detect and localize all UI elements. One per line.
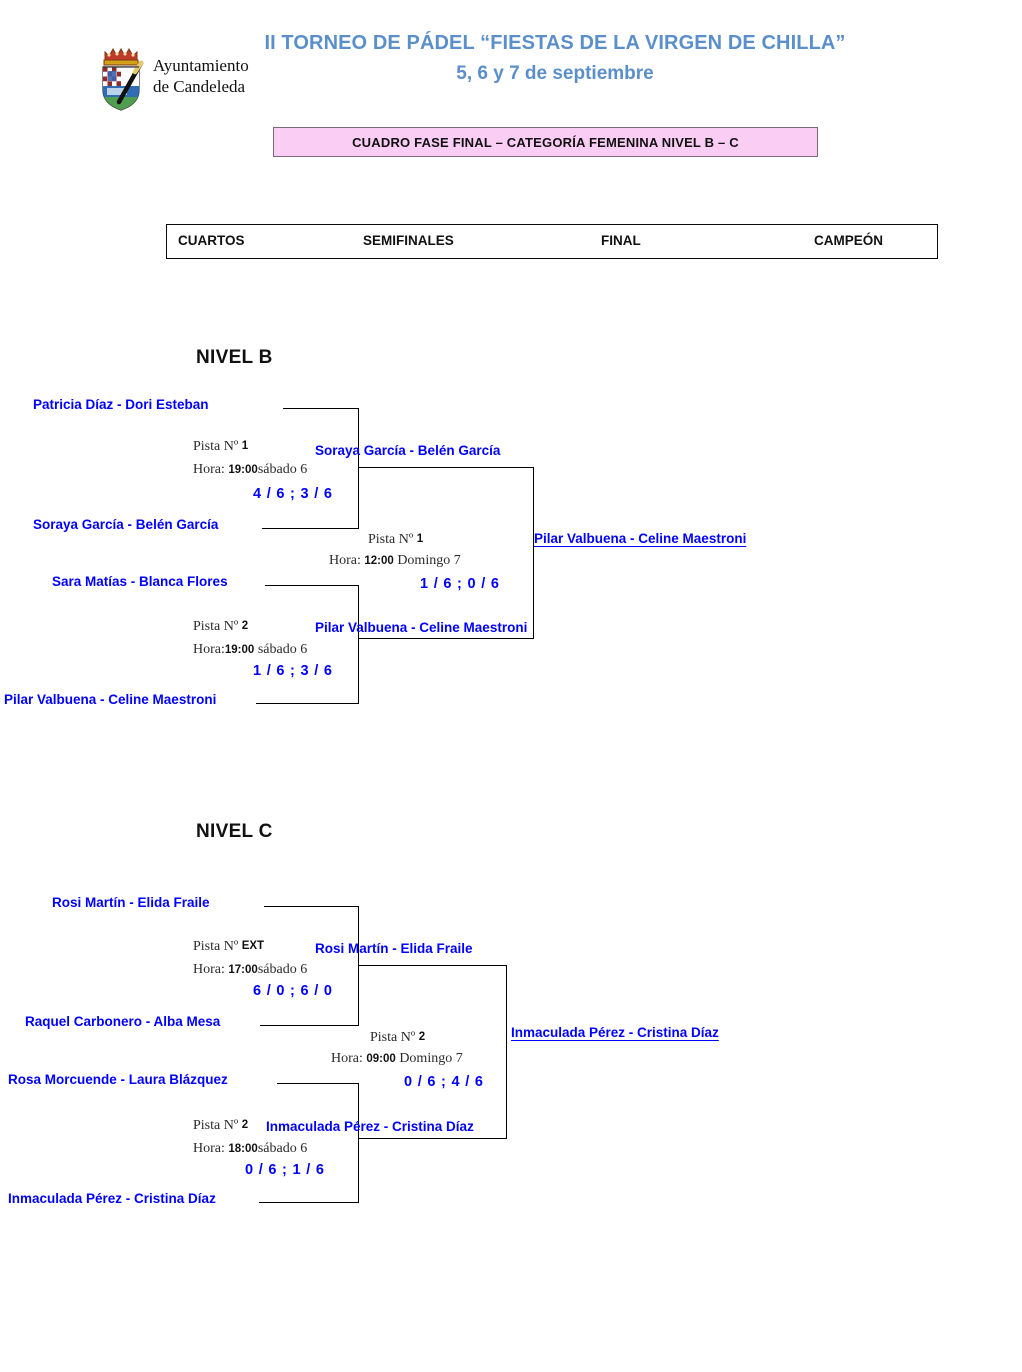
municipality-line-2: de Candeleda: [153, 77, 246, 96]
nivel-c-qf2-time-value: 18:00: [228, 1143, 258, 1155]
nivel-b-qf2-score: 1 / 6 ; 3 / 6: [253, 663, 333, 679]
nivel-b-qf1-time: Hora: 19:00sábado 6: [193, 461, 307, 479]
nivel-b-final-bracket-vline: [533, 467, 534, 639]
nivel-c-qf1-bottom-player: Raquel Carbonero - Alba Mesa: [25, 1014, 221, 1029]
nivel-b-qf2-court-label: Pista Nº: [193, 619, 239, 634]
category-banner: CUADRO FASE FINAL – CATEGORÍA FEMENINA N…: [273, 127, 818, 157]
nivel-b-qf2-time-value: 19:00: [224, 644, 255, 656]
nivel-b-qf1-court-value: 1: [241, 440, 249, 452]
nivel-c-qf1-bracket-vline: [358, 906, 359, 1026]
nivel-b-final-court-label: Pista Nº: [368, 532, 414, 547]
nivel-c-qf1-time: Hora: 17:00sábado 6: [193, 961, 307, 979]
nivel-b-qf1-court-label: Pista Nº: [193, 439, 239, 454]
nivel-c-qf1-court: Pista Nº EXT: [193, 938, 264, 955]
nivel-c-qf1-top-player: Rosi Martín - Elida Fraile: [52, 895, 210, 910]
nivel-c-sf-top-connector: [358, 965, 506, 966]
municipality-name: Ayuntamiento de Candeleda: [153, 55, 249, 97]
nivel-c-final-bracket-vline: [506, 965, 507, 1139]
round-header-cuartos: CUARTOS: [178, 233, 245, 248]
nivel-c-final-time-value: 09:00: [366, 1053, 396, 1065]
coat-of-arms-icon: [95, 40, 147, 112]
nivel-b-qf1-top-connector: [283, 408, 358, 409]
municipality-line-1: Ayuntamiento: [153, 56, 249, 75]
round-header-campeon: CAMPEÓN: [814, 233, 884, 248]
nivel-b-final-time-label: Hora:: [329, 553, 361, 568]
nivel-b-qf1-court: Pista Nº 1: [193, 438, 248, 455]
nivel-c-sf-top-winner: Rosi Martín - Elida Fraile: [315, 941, 473, 956]
nivel-b-champion: Pilar Valbuena - Celine Maestroni: [534, 531, 747, 546]
nivel-c-qf2-court: Pista Nº 2: [193, 1117, 248, 1134]
nivel-b-final-time: Hora: 12:00 Domingo 7: [329, 552, 461, 570]
nivel-b-sf-top-connector: [358, 467, 533, 468]
nivel-c-qf2-court-label: Pista Nº: [193, 1118, 239, 1133]
nivel-b-qf2-time-label: Hora:: [193, 642, 225, 657]
nivel-c-qf2-score: 0 / 6 ; 1 / 6: [245, 1162, 325, 1178]
nivel-b-qf1-bottom-player: Soraya García - Belén García: [33, 517, 219, 532]
page-title: II TORNEO DE PÁDEL “FIESTAS DE LA VIRGEN…: [264, 32, 846, 54]
nivel-b-qf2-bracket-vline: [358, 585, 359, 704]
nivel-b-final-court: Pista Nº 1: [368, 531, 423, 548]
nivel-c-qf2-top-player: Rosa Morcuende - Laura Blázquez: [8, 1072, 228, 1087]
nivel-c-qf1-bottom-connector: [260, 1025, 358, 1026]
nivel-b-sf-bottom-connector: [358, 638, 533, 639]
nivel-b-sf-top-winner: Soraya García - Belén García: [315, 443, 501, 458]
nivel-b-qf2-court-value: 2: [241, 620, 249, 632]
nivel-c-qf2-time-label: Hora:: [193, 1141, 225, 1156]
nivel-b-qf2-bottom-player: Pilar Valbuena - Celine Maestroni: [4, 692, 217, 707]
nivel-b-final-score: 1 / 6 ; 0 / 6: [420, 576, 500, 592]
nivel-c-qf1-court-label: Pista Nº: [193, 939, 239, 954]
nivel-b-final-time-value: 12:00: [364, 555, 394, 567]
nivel-c-qf2-bracket-vline: [358, 1083, 359, 1203]
nivel-b-final-day: Domingo 7: [397, 553, 461, 568]
nivel-b-qf2-bottom-connector: [256, 703, 358, 704]
nivel-b-qf1-score: 4 / 6 ; 3 / 6: [253, 486, 333, 502]
nivel-c-final-score: 0 / 6 ; 4 / 6: [404, 1074, 484, 1090]
nivel-c-final-time: Hora: 09:00 Domingo 7: [331, 1050, 463, 1068]
nivel-c-qf1-score: 6 / 0 ; 6 / 0: [253, 983, 333, 999]
nivel-c-qf2-top-connector: [277, 1083, 358, 1084]
nivel-c-qf1-time-value: 17:00: [228, 964, 258, 976]
round-header-final: FINAL: [601, 233, 641, 248]
nivel-b-qf1-day: sábado 6: [257, 462, 308, 477]
nivel-c-final-court: Pista Nº 2: [370, 1029, 425, 1046]
nivel-c-sf-bottom-winner: Inmaculada Pérez - Cristina Díaz: [266, 1119, 474, 1134]
nivel-c-qf2-time: Hora: 18:00sábado 6: [193, 1140, 307, 1158]
nivel-b-qf2-top-player: Sara Matías - Blanca Flores: [52, 574, 228, 589]
nivel-c-qf1-top-connector: [264, 906, 358, 907]
nivel-c-qf2-court-value: 2: [241, 1119, 249, 1131]
nivel-c-qf2-bottom-player: Inmaculada Pérez - Cristina Díaz: [8, 1191, 216, 1206]
nivel-c-final-day: Domingo 7: [399, 1051, 463, 1066]
nivel-b-qf1-time-value: 19:00: [228, 464, 258, 476]
nivel-c-qf1-time-label: Hora:: [193, 962, 225, 977]
nivel-b-qf2-time: Hora:19:00 sábado 6: [193, 641, 307, 659]
nivel-c-champion: Inmaculada Pérez - Cristina Díaz: [511, 1025, 719, 1040]
nivel-c-qf2-day: sábado 6: [257, 1141, 308, 1156]
nivel-c-final-time-label: Hora:: [331, 1051, 363, 1066]
nivel-b-sf-bottom-winner: Pilar Valbuena - Celine Maestroni: [315, 620, 528, 635]
municipality-logo: Ayuntamiento de Candeleda: [95, 36, 275, 116]
nivel-b-final-court-value: 1: [416, 533, 424, 545]
nivel-b-qf1-bottom-connector: [262, 528, 358, 529]
nivel-b-qf2-court: Pista Nº 2: [193, 618, 248, 635]
nivel-c-qf1-day: sábado 6: [257, 962, 308, 977]
nivel-c-final-court-label: Pista Nº: [370, 1030, 416, 1045]
nivel-c-qf2-bottom-connector: [259, 1202, 358, 1203]
nivel-b-qf1-bracket-vline: [358, 408, 359, 529]
nivel-c-qf1-court-value: EXT: [241, 940, 265, 952]
nivel-c-sf-bottom-connector: [358, 1138, 506, 1139]
round-header-semifinales: SEMIFINALES: [363, 233, 454, 248]
nivel-b-qf2-day: sábado 6: [257, 642, 308, 657]
level-title-b: NIVEL B: [196, 347, 273, 368]
nivel-c-final-court-value: 2: [418, 1031, 426, 1043]
nivel-b-qf1-top-player: Patricia Díaz - Dori Esteban: [33, 397, 209, 412]
nivel-b-qf2-top-connector: [265, 585, 358, 586]
page-subtitle: 5, 6 y 7 de septiembre: [456, 63, 654, 84]
level-title-c: NIVEL C: [196, 821, 273, 842]
round-headers-bar: CUARTOS SEMIFINALES FINAL CAMPEÓN: [166, 224, 938, 259]
nivel-b-qf1-time-label: Hora:: [193, 462, 225, 477]
